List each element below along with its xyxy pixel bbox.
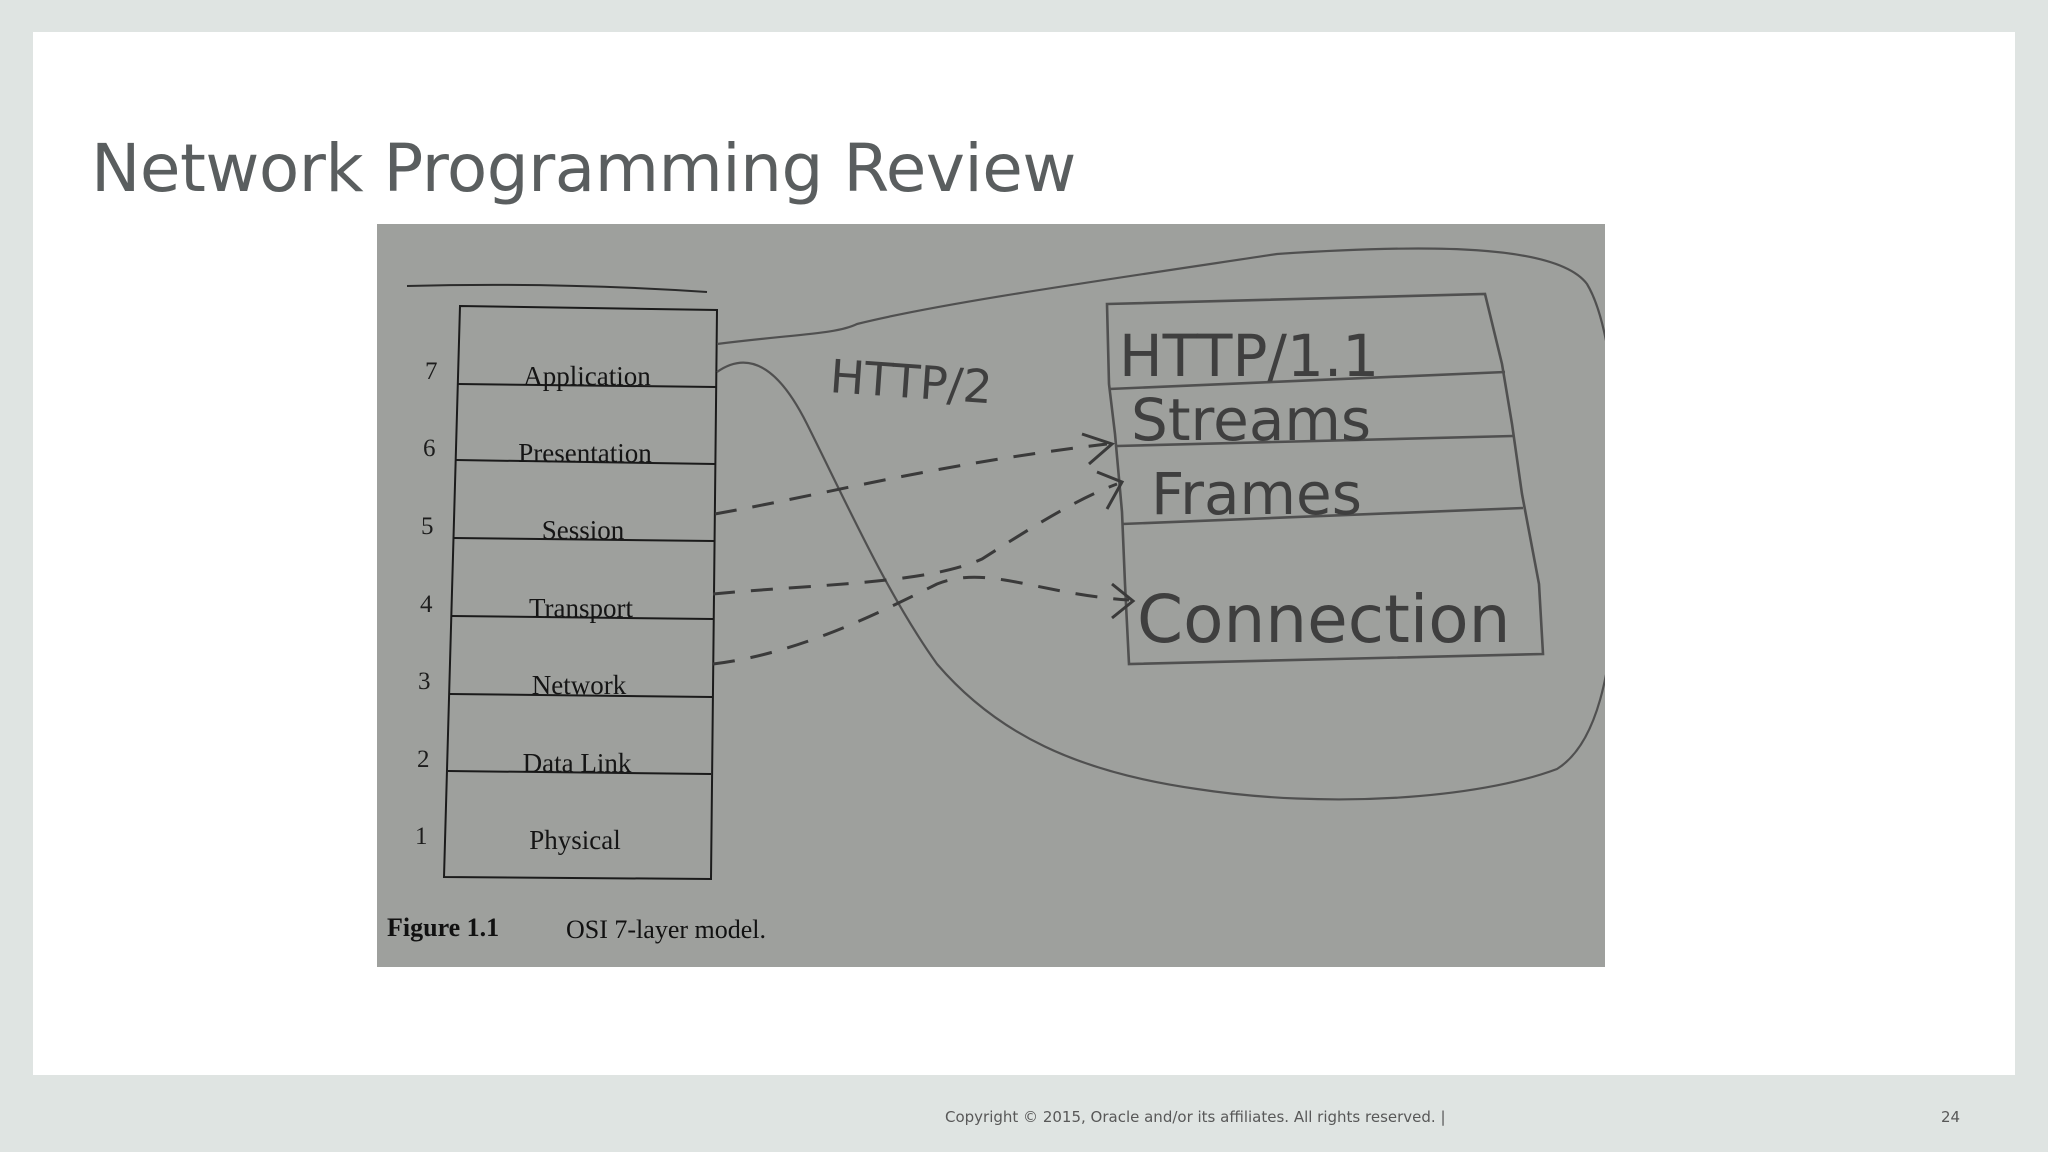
- http2-stack-label: Streams: [1131, 386, 1371, 454]
- divider-2-1: [447, 770, 712, 775]
- osi-stack: [442, 304, 719, 881]
- layer-name: Presentation: [518, 438, 652, 468]
- osi-stack-outline: [442, 304, 719, 881]
- http2-stack-outline: [1105, 292, 1545, 666]
- arrowhead-connection: [1111, 582, 1136, 620]
- dashed-arrows: [712, 442, 1130, 666]
- page-number: 24: [1941, 1108, 1961, 1126]
- http2-stack-label: Frames: [1151, 460, 1362, 528]
- http2-divider-3: [1121, 506, 1524, 526]
- http2-divider-2: [1116, 434, 1514, 448]
- http2-divider-1: [1108, 370, 1506, 391]
- arrow-session-to-streams: [714, 442, 1108, 516]
- figure-caption-label: Figure 1.1: [387, 913, 499, 942]
- http2-stack-label: Connection: [1137, 581, 1510, 658]
- slide-title: Network Programming Review: [91, 130, 1076, 207]
- layer-name: Data Link: [523, 748, 632, 778]
- rule-line: [406, 283, 708, 293]
- paper-background: [377, 224, 1605, 967]
- divider-4-3: [451, 615, 714, 620]
- layer-number: 6: [423, 435, 436, 462]
- layer-name: Network: [532, 670, 627, 700]
- divider-6-5: [455, 459, 716, 465]
- layer-number: 1: [415, 823, 428, 850]
- layer-name: Physical: [529, 825, 621, 855]
- layer-name: Transport: [529, 593, 634, 623]
- layer-name: Application: [523, 361, 651, 391]
- http2-encircling-loop: [716, 247, 1605, 801]
- layer-number: 3: [418, 668, 431, 695]
- figure-drawing: 7 6 5 4 3 2 1 Application Presentation S…: [377, 224, 1605, 967]
- figure-caption-text: OSI 7-layer model.: [566, 915, 766, 944]
- layer-number: 4: [420, 591, 433, 618]
- arrow-transport-to-frames: [712, 482, 1118, 596]
- osi-model-figure: 7 6 5 4 3 2 1 Application Presentation S…: [377, 224, 1605, 967]
- layer-number: 7: [425, 358, 438, 385]
- http2-stack: [1105, 292, 1545, 666]
- footer-copyright: Copyright © 2015, Oracle and/or its affi…: [945, 1108, 1446, 1126]
- arrow-network-to-connection: [712, 575, 1130, 666]
- divider-3-2: [449, 693, 713, 698]
- arrowhead-streams: [1081, 432, 1115, 466]
- arrowhead-frames: [1096, 470, 1125, 510]
- divider-5-4: [453, 537, 715, 542]
- http2-label: HTTP/2: [828, 349, 994, 414]
- layer-name: Session: [542, 515, 625, 545]
- divider-7-6: [457, 383, 717, 388]
- http2-stack-label: HTTP/1.1: [1119, 322, 1379, 390]
- layer-number: 5: [421, 513, 434, 540]
- arrow-heads: [1081, 432, 1136, 620]
- layer-number: 2: [417, 746, 430, 773]
